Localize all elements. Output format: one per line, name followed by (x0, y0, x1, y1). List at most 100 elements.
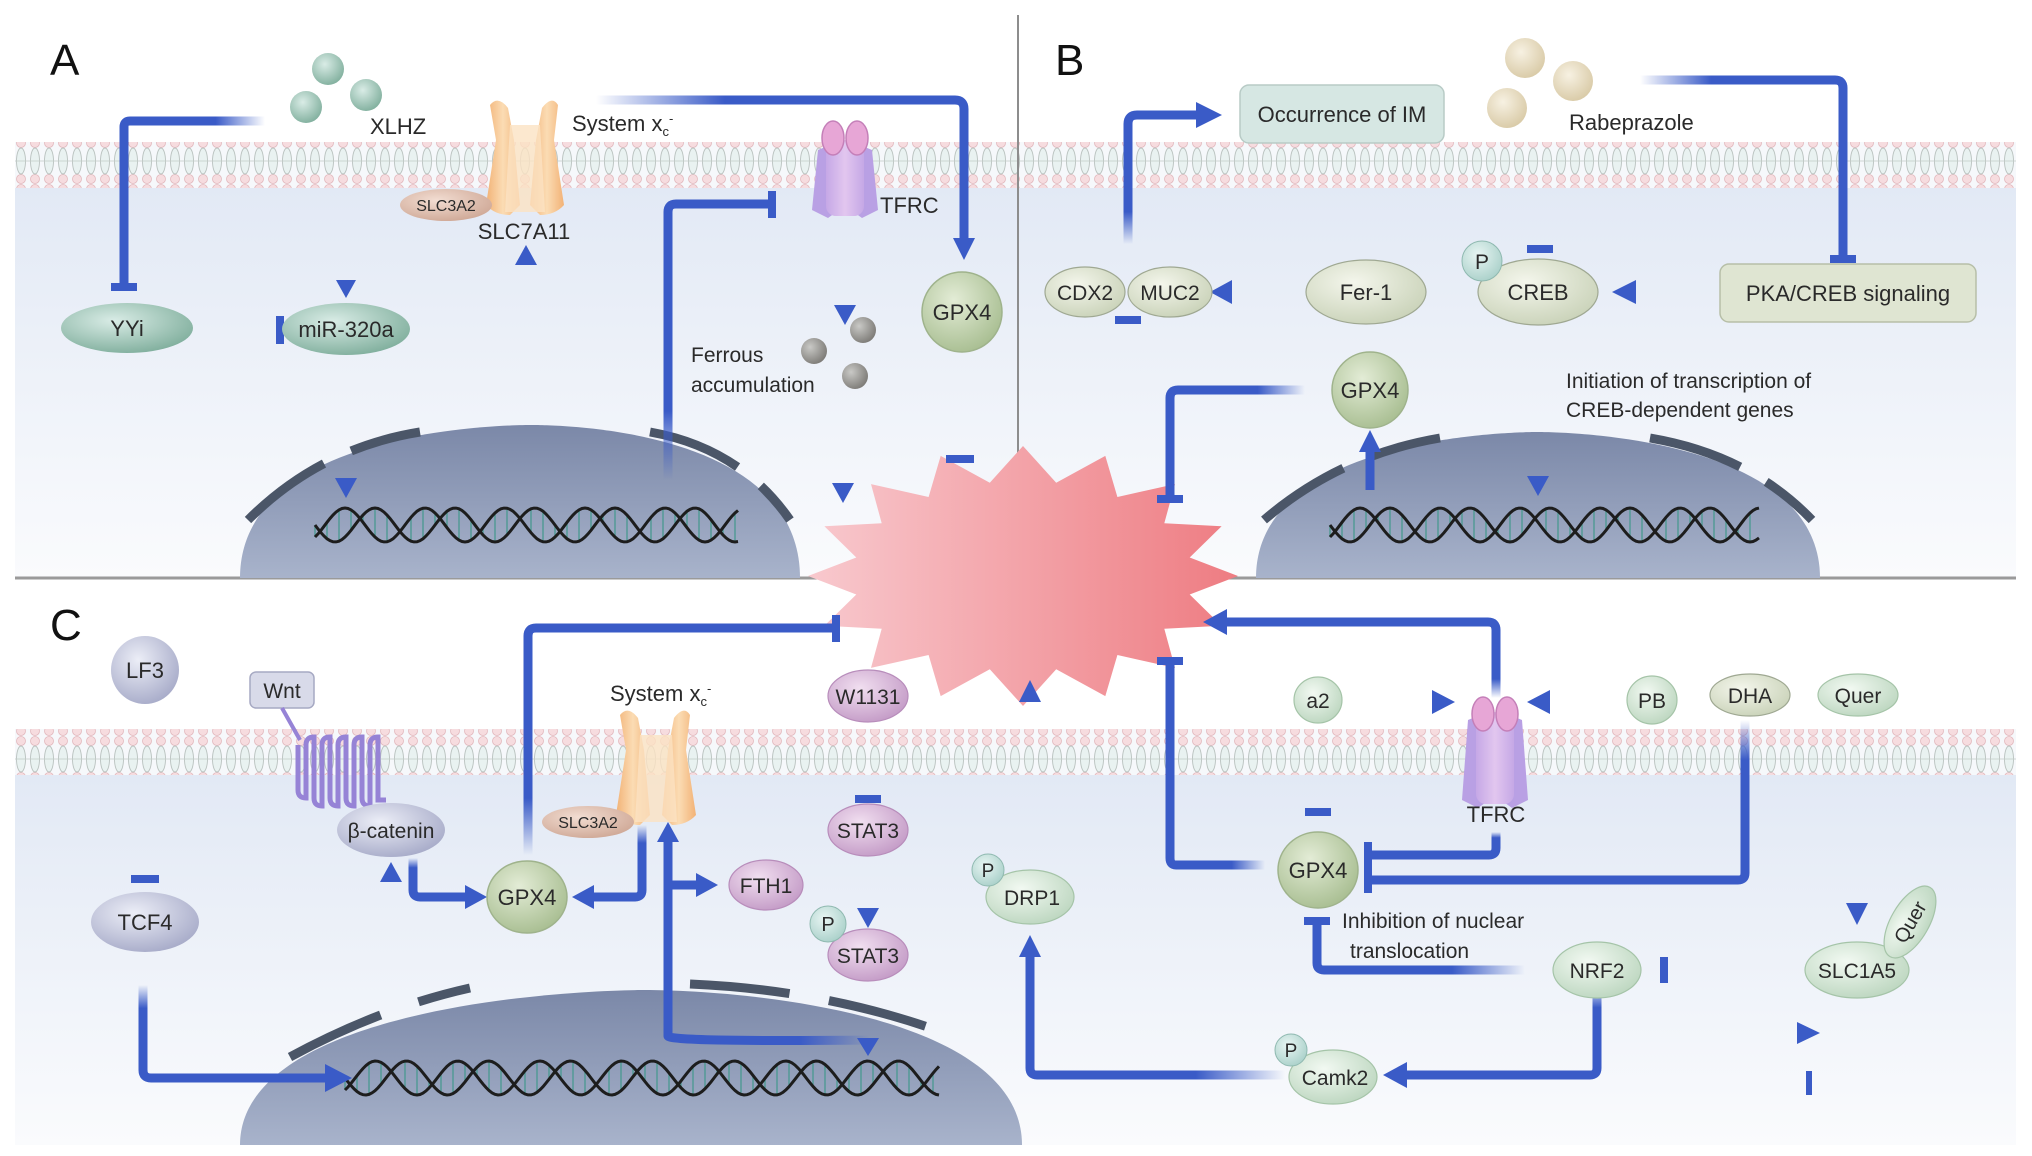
gpx4-inhibit-ferroptosis-arrow-b (1165, 385, 1305, 495)
nrf2-inhibit-gpx4-arrow (1312, 925, 1525, 975)
svg-text:W1131: W1131 (836, 686, 901, 709)
ferrous-label-line1: Ferrous (691, 344, 763, 367)
cdx2-to-im-arrow (1123, 110, 1200, 244)
lf3-node: LF3 (111, 636, 179, 704)
svg-text:Fer-1: Fer-1 (1340, 280, 1393, 305)
rabeprazole-label: Rabeprazole (1569, 110, 1694, 135)
system-xc-transporter-c (616, 710, 696, 825)
svg-text:TCF4: TCF4 (118, 910, 173, 935)
nrf2-node: NRF2 (1552, 941, 1642, 999)
svg-text:PB: PB (1638, 690, 1666, 713)
panel-letter-b: B (1055, 36, 1084, 85)
svg-text:SLC1A5: SLC1A5 (1818, 960, 1896, 983)
nucleus-c (240, 979, 1022, 1145)
svg-text:P: P (982, 861, 995, 882)
panel-letter-c: C (50, 601, 82, 650)
svg-text:LF3: LF3 (126, 658, 164, 683)
svg-text:Quer: Quer (1835, 685, 1882, 708)
svg-text:Camk2: Camk2 (1302, 1067, 1369, 1090)
svg-text:DHA: DHA (1728, 685, 1772, 708)
legend (1727, 1022, 1820, 1095)
slc7a11-label: SLC7A11 (478, 219, 571, 244)
dha-inhibit-gpx4-arrow (1370, 720, 1750, 885)
tcf4-node: TCF4 (91, 892, 199, 952)
gpx4-node-c-left: GPX4 (486, 860, 568, 934)
gpx4-node-a: GPX4 (921, 271, 1003, 353)
gpx4-inhibit-ferroptosis-arrow-c2 (1165, 665, 1265, 870)
svg-text:GPX4: GPX4 (1289, 858, 1348, 883)
fth1-node: FTH1 (728, 859, 804, 911)
svg-text:SLC3A2: SLC3A2 (416, 198, 476, 215)
system-xc-transporter-a (486, 100, 564, 215)
camk2-to-drp1-arrow (1025, 955, 1285, 1080)
fer1-node: Fer-1 (1305, 259, 1427, 325)
ferroptosis-node (808, 446, 1238, 706)
tfrc-label-a: TFRC (880, 193, 939, 218)
stat3-phospho-badge (809, 905, 847, 943)
mir320a-node: miR-320a (282, 303, 410, 355)
camk2-node: Camk2 P (1274, 1033, 1378, 1105)
yyi-node: YYi (61, 303, 193, 353)
panel-a-arrows (111, 95, 975, 503)
dna-inhibit-tfrc-arrow (663, 199, 770, 480)
system-xc-to-gpx4-arrow (596, 95, 969, 240)
svg-text:miR-320a: miR-320a (298, 317, 394, 342)
svg-text:Wnt: Wnt (263, 680, 301, 703)
svg-text:STAT3: STAT3 (837, 820, 899, 843)
svg-text:a2: a2 (1306, 690, 1329, 713)
system-xc-label-c: System xc- (610, 681, 711, 709)
svg-text:YYi: YYi (110, 316, 143, 341)
svg-text:MUC2: MUC2 (1140, 282, 1200, 305)
drp1-phospho-badge (971, 853, 1005, 887)
muc2-node: MUC2 (1127, 266, 1213, 318)
ferrous-label-line2: accumulation (691, 374, 815, 397)
dna-to-system-xc-arrow-c (663, 840, 871, 1045)
dna-strand (1328, 506, 1760, 544)
svg-text:GPX4: GPX4 (498, 885, 557, 910)
ferrous-iron-icon (801, 317, 876, 389)
panel-c-arrows (131, 609, 1868, 1092)
tcf4-to-dna-arrow (138, 985, 330, 1083)
dna-strand (343, 1059, 941, 1097)
beta-catenin-to-gpx4-arrow (408, 858, 468, 902)
dna-strand (313, 506, 739, 544)
svg-text:P: P (1475, 251, 1489, 274)
svg-text:FTH1: FTH1 (740, 875, 793, 898)
quer-node: Quer (1817, 673, 1899, 717)
svg-text:SLC3A2: SLC3A2 (558, 815, 618, 832)
phospho-stat3-node: STAT3 P (809, 905, 909, 982)
dha-node: DHA (1709, 673, 1791, 717)
rabeprazole-inhibit-pka-arrow (1640, 75, 1848, 255)
system-xc-label-a: System xc- (572, 111, 673, 139)
stat3-node: STAT3 (827, 803, 909, 857)
tfrc-inhibit-gpx4-arrow (1370, 832, 1501, 860)
transcription-label-line2: CREB-dependent genes (1566, 399, 1794, 422)
dna-helix-a (313, 506, 739, 544)
transcription-label-line1: Initiation of transcription of (1566, 370, 1811, 393)
dna-strand (313, 506, 739, 544)
cdx2-node: CDX2 (1044, 266, 1126, 318)
xlhz-label: XLHZ (370, 114, 426, 139)
xlhz-drug-icon (290, 53, 382, 123)
panel-b-arrows (1115, 75, 1856, 503)
w1131-node: W1131 (827, 669, 909, 723)
panel-letter-a: A (50, 36, 80, 85)
svg-text:PKA/CREB signaling: PKA/CREB signaling (1746, 281, 1950, 306)
slc3a2-node-c: SLC3A2 (542, 806, 634, 838)
beta-catenin-node: β-catenin (337, 803, 445, 857)
svg-text:STAT3: STAT3 (837, 945, 899, 968)
svg-text:P: P (821, 914, 834, 936)
tfrc-label-c: TFRC (1467, 802, 1526, 827)
svg-text:GPX4: GPX4 (933, 300, 992, 325)
xlhz-inhibit-yyi-arrow (119, 116, 265, 285)
rabeprazole-drug-icon (1487, 38, 1593, 128)
svg-text:NRF2: NRF2 (1570, 960, 1625, 983)
cell-membrane-ab (15, 142, 2016, 188)
tfrc-receptor-a (812, 120, 878, 218)
svg-text:Occurrence of IM: Occurrence of IM (1258, 102, 1427, 127)
svg-text:CREB: CREB (1507, 280, 1568, 305)
a2-node: a2 (1293, 676, 1343, 724)
gpx4-inhibit-ferroptosis-arrow-c (523, 623, 836, 855)
dna-strand (1328, 506, 1760, 544)
